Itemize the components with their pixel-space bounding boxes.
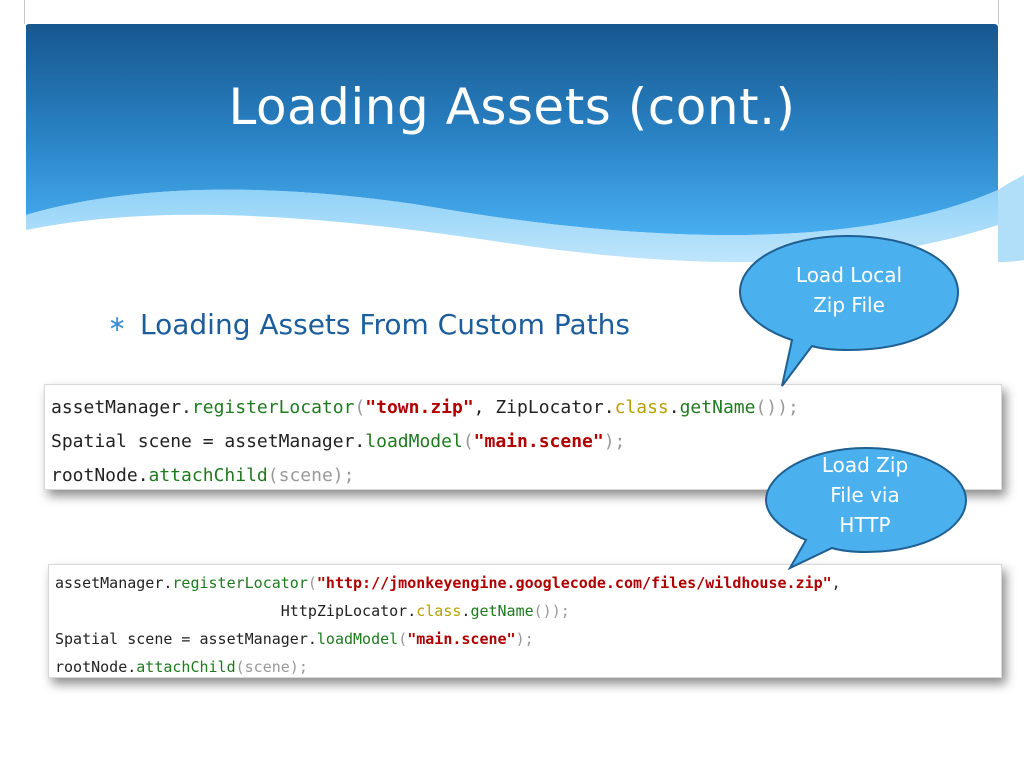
bullet-asterisk-icon: ∗ bbox=[108, 312, 127, 337]
code-line: assetManager.registerLocator("town.zip",… bbox=[51, 397, 799, 418]
bullet-item: ∗ Loading Assets From Custom Paths bbox=[108, 308, 630, 341]
banner-background bbox=[26, 24, 998, 236]
code-line: Spatial scene = assetManager.loadModel("… bbox=[55, 630, 534, 648]
code-line: rootNode.attachChild(scene); bbox=[55, 658, 308, 676]
code-block-local-zip: assetManager.registerLocator("town.zip",… bbox=[44, 384, 1002, 490]
code-line: rootNode.attachChild(scene); bbox=[51, 465, 355, 486]
code-line: Spatial scene = assetManager.loadModel("… bbox=[51, 431, 626, 452]
slide-title: Loading Assets (cont.) bbox=[228, 78, 796, 136]
code-line: HttpZipLocator.class.getName()); bbox=[280, 602, 570, 620]
frame-line-right bbox=[998, 0, 999, 24]
bullet-text: Loading Assets From Custom Paths bbox=[140, 308, 630, 341]
banner-wave-edge bbox=[998, 175, 1024, 262]
frame-line-left bbox=[24, 0, 25, 24]
code-line: assetManager.registerLocator("http://jmo… bbox=[55, 574, 841, 592]
code-block-http-zip: assetManager.registerLocator("http://jmo… bbox=[48, 564, 1002, 678]
